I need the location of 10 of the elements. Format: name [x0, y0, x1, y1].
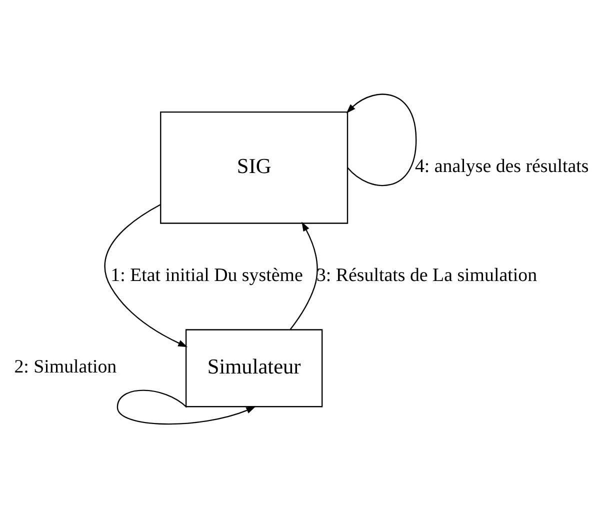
arrow — [104, 204, 188, 347]
edge-label: 3: Résultats de La simulation — [316, 264, 538, 286]
arrow — [116, 389, 256, 424]
node-box: SIG — [160, 111, 348, 224]
node-box: Simulateur — [185, 328, 323, 407]
arrow — [290, 221, 318, 330]
edge-label: 1: Etat initial Du système — [110, 264, 303, 286]
edge-label: 4: analyse des résultats — [414, 156, 589, 177]
edge-label: 2: Simulation — [14, 356, 117, 378]
arrow — [346, 93, 417, 186]
